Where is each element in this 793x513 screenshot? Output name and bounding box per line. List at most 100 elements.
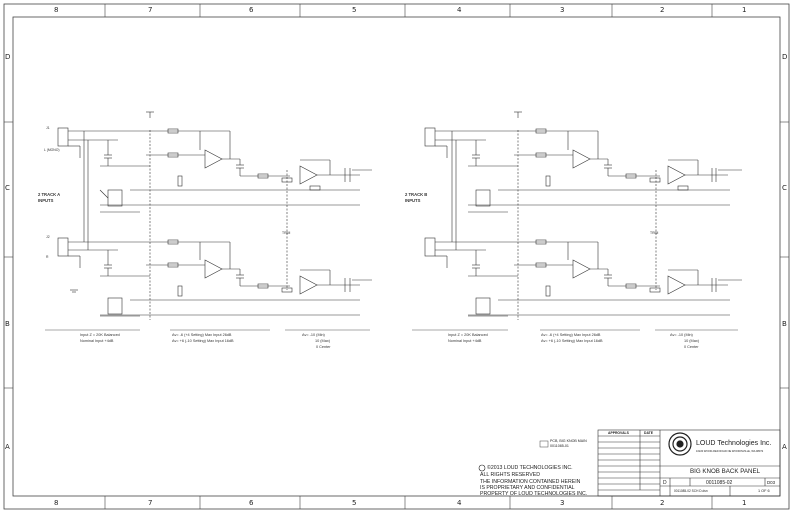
jack-j2-label: R xyxy=(46,255,49,259)
row-label: C xyxy=(782,184,787,192)
jack-j3-symbol xyxy=(424,127,436,147)
jack-j2-ref: J2 xyxy=(46,235,50,239)
jack-j1-symbol xyxy=(57,127,69,147)
resistor-r5 xyxy=(281,177,293,183)
title-block xyxy=(597,429,781,497)
jack-j4-symbol xyxy=(424,237,436,257)
row-label: D xyxy=(782,53,788,61)
note-av-a2: Av= +6 (-10 Setting) Max Input 16dB xyxy=(172,339,234,343)
opamp-u4b xyxy=(667,275,686,295)
col-label: 1 xyxy=(742,499,747,507)
block-label-b: 2 TRACK B INPUTS xyxy=(405,192,428,204)
col-label: 7 xyxy=(148,499,153,507)
col-label: 2 xyxy=(660,6,665,14)
diode-block-bottom-b xyxy=(475,297,491,315)
col-label: 7 xyxy=(148,6,153,14)
note-av-b3: Av= -10 (Min) xyxy=(670,333,693,337)
note-av-b5: 0 Center xyxy=(684,345,699,349)
note-av-a4: 10 (Max) xyxy=(315,339,330,343)
jack-j1-label: L (MONO) xyxy=(44,148,60,152)
resistor-r8 xyxy=(167,262,179,268)
col-label: 8 xyxy=(54,6,59,14)
col-label: 4 xyxy=(457,6,462,14)
copyright-line4: IS PROPRIETARY AND CONFIDENTIAL xyxy=(480,485,575,491)
loud-logo-icon xyxy=(668,432,692,456)
row-label: D xyxy=(5,53,11,61)
company-address: 16220 WOOD-RED ROAD NE WOODINVILLE, WA 9… xyxy=(696,450,764,453)
sheet-number: 1 OF 6 xyxy=(758,489,770,493)
col-label: 3 xyxy=(560,6,565,14)
outer-border xyxy=(3,3,790,510)
note-av-a1: Av= -6 (+4 Setting) Max Input 26dB xyxy=(172,333,232,337)
note-av-a3: Av= -10 (Min) xyxy=(302,333,325,337)
col-label: 5 xyxy=(352,499,357,507)
right-channel-circuit xyxy=(424,111,742,320)
block-label-a: 2 TRACK A INPUTS xyxy=(38,192,61,204)
note-av-b1: Av= -6 (+4 Setting) Max Input 26dB xyxy=(541,333,601,337)
pcb-note-box xyxy=(539,440,549,448)
row-label: C xyxy=(5,184,10,192)
resistor-r10 xyxy=(257,283,269,289)
inner-border xyxy=(12,16,781,497)
resistor-r11 xyxy=(281,287,293,293)
copyright-line1: ©2013 LOUD TECHNOLOGIES INC. xyxy=(487,465,573,471)
opamp-u3b xyxy=(572,259,591,279)
opamp-u2b xyxy=(299,275,318,295)
col-label: 6 xyxy=(249,499,254,507)
note-av-b4: 10 (Max) xyxy=(684,339,699,343)
opamp-u4a xyxy=(667,165,686,185)
row-label: B xyxy=(5,320,10,328)
left-channel-circuit xyxy=(57,111,372,320)
copyright-line3: THE INFORMATION CONTAINED HEREIN xyxy=(480,479,581,485)
note-nominal-b: Nominal Input +4dB xyxy=(448,339,482,343)
date-header: DATE xyxy=(644,431,653,435)
col-label: 8 xyxy=(54,499,59,507)
row-label: B xyxy=(782,320,787,328)
trim-label-b: TRIM xyxy=(650,231,659,235)
company-name: LOUD Technologies Inc. xyxy=(696,440,772,447)
resistor-r4 xyxy=(257,173,269,179)
copyright-line2: ALL RIGHTS RESERVED xyxy=(480,472,540,478)
pcb-note: PCB, BIG KNOB MAIN xyxy=(550,439,587,443)
resistor-r9 xyxy=(177,285,183,297)
row-label: A xyxy=(5,443,10,451)
frame-ticks xyxy=(4,4,789,509)
opamp-u3a xyxy=(572,149,591,169)
opamp-u2a xyxy=(299,165,318,185)
col-label: 3 xyxy=(560,499,565,507)
col-label: 4 xyxy=(457,499,462,507)
doc-number: 0011085-02 xyxy=(706,480,733,486)
col-label: 6 xyxy=(249,6,254,14)
trim-label-a: TRIM xyxy=(282,231,291,235)
opamp-u1a xyxy=(204,149,223,169)
note-input-z-b: Input Z = 20K Balanced xyxy=(448,333,488,337)
resistor-r7 xyxy=(167,239,179,245)
resistor-r6 xyxy=(309,185,321,191)
rev-value: D03 xyxy=(767,480,776,485)
approvals-header: APPROVALS xyxy=(608,431,629,435)
opamp-u1b xyxy=(204,259,223,279)
note-av-a5: 0 Center xyxy=(316,345,331,349)
note-input-z-a: Input Z = 20K Balanced xyxy=(80,333,120,337)
copyright-line5: PROPERTY OF LOUD TECHNOLOGIES INC. xyxy=(480,491,588,497)
col-label: 1 xyxy=(742,6,747,14)
diode-block-top xyxy=(107,189,123,207)
diode-block-bottom xyxy=(107,297,123,315)
resistor-r3 xyxy=(177,175,183,187)
col-label: 2 xyxy=(660,499,665,507)
jack-j1-ref: J1 xyxy=(46,126,50,130)
note-av-b2: Av= +6 (-10 Setting) Max Input 16dB xyxy=(541,339,603,343)
diode-block-top-b xyxy=(475,189,491,207)
resistor-r1 xyxy=(167,128,179,134)
drawing-title: BIG KNOB BACK PANEL xyxy=(690,468,761,475)
resistor-r2 xyxy=(167,152,179,158)
pcb-number: 0011085-01 xyxy=(550,444,569,448)
file-name: 0011085-02 SCH D.dsn xyxy=(674,489,708,493)
note-nominal-a: Nominal Input +4dB xyxy=(80,339,114,343)
jack-j2-symbol xyxy=(57,237,69,257)
loud-small-logo-icon xyxy=(478,464,486,472)
size-value: D xyxy=(663,480,667,486)
row-label: A xyxy=(782,443,787,451)
col-label: 5 xyxy=(352,6,357,14)
